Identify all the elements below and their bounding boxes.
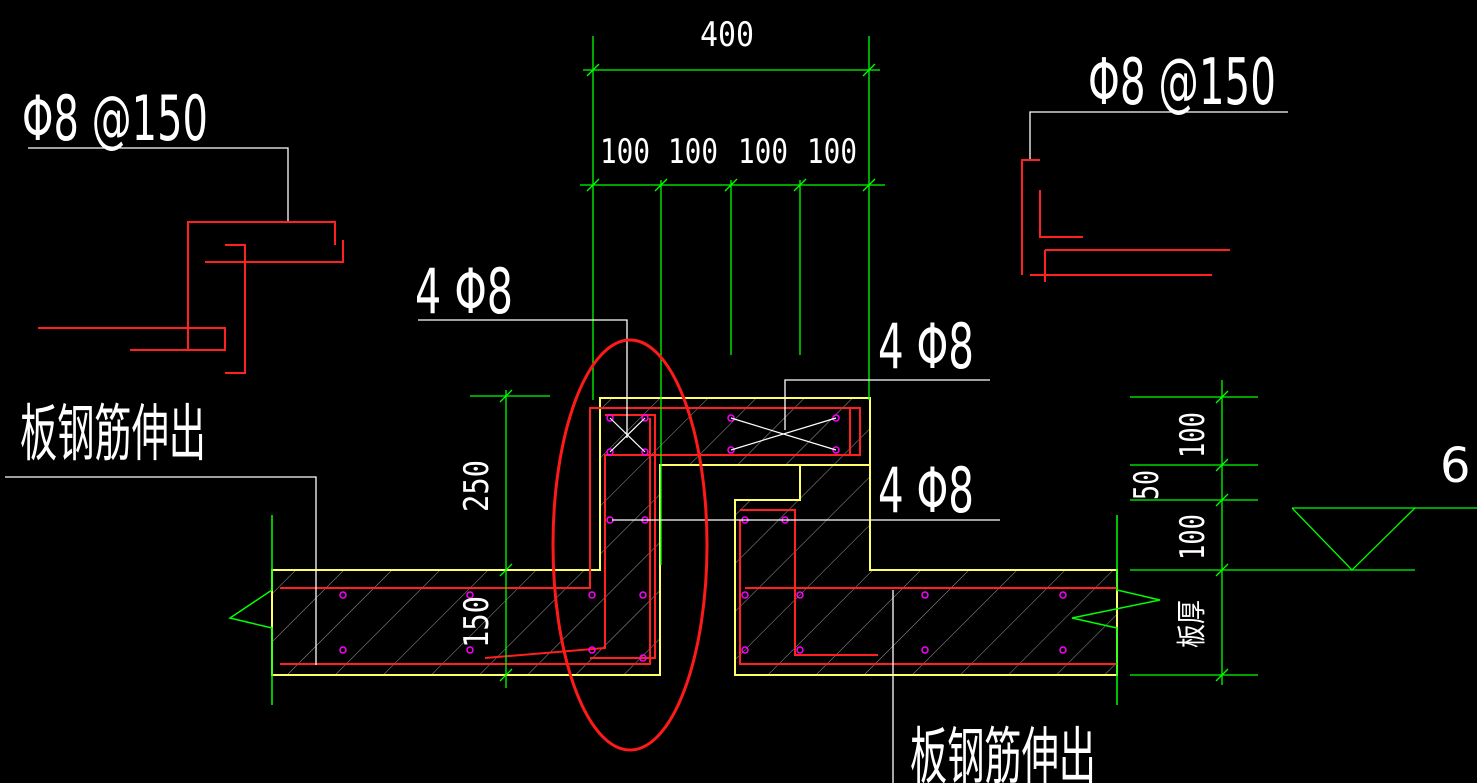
bar-spec-top-right: 4 Φ8 xyxy=(878,310,974,383)
bar-dot xyxy=(339,646,347,654)
break-symbols xyxy=(228,515,1161,705)
bar-dot xyxy=(921,646,929,654)
concrete-section xyxy=(271,397,1118,676)
leader-lines xyxy=(5,111,1288,783)
bar-dot xyxy=(741,646,749,654)
bar-spec-top-left: 4 Φ8 xyxy=(415,255,513,328)
bar-dot xyxy=(727,446,735,454)
bar-dot xyxy=(832,414,840,422)
bar-dot xyxy=(639,591,647,599)
bar-dots xyxy=(339,414,1067,662)
bar-dot xyxy=(588,646,596,654)
dim-total-width: 400 xyxy=(700,15,754,55)
elevation-mark: 6 xyxy=(1440,438,1471,494)
dim-seg-1: 100 xyxy=(600,132,650,172)
bar-dot xyxy=(741,591,749,599)
dimension-lines xyxy=(470,36,1477,688)
dim-right-50: 50 xyxy=(1127,470,1167,500)
rebar-detail-sketches xyxy=(38,159,1230,374)
bar-dot xyxy=(641,448,649,456)
dim-height-250: 250 xyxy=(457,460,497,512)
right-slab-and-step xyxy=(734,464,1118,676)
bar-dot xyxy=(796,591,804,599)
rebar-spec-left: Φ8 @150 xyxy=(22,82,208,155)
bar-dot xyxy=(832,446,840,454)
bar-dot xyxy=(727,414,735,422)
bar-dot xyxy=(639,654,647,662)
annotation-texts: Φ8 @150 Φ8 @150 4 Φ8 4 Φ8 4 Φ8 板钢筋伸出 板钢筋… xyxy=(20,15,1471,783)
bar-dot xyxy=(796,646,804,654)
dim-seg-3: 100 xyxy=(738,132,788,172)
bar-spec-mid-right: 4 Φ8 xyxy=(878,454,974,527)
dim-right-100-bottom: 100 xyxy=(1173,514,1213,560)
rebar-lines xyxy=(280,407,1117,665)
bar-dot xyxy=(588,591,596,599)
bar-dot xyxy=(466,591,474,599)
dim-height-150: 150 xyxy=(457,596,497,648)
bar-dot xyxy=(921,591,929,599)
dim-seg-2: 100 xyxy=(668,132,718,172)
bar-dot xyxy=(606,414,614,422)
slab-rebar-out-left: 板钢筋伸出 xyxy=(20,397,206,470)
bar-dot xyxy=(641,414,649,422)
highlight-ellipse xyxy=(551,338,709,752)
rebar-spec-right: Φ8 @150 xyxy=(1088,46,1276,120)
bar-dot xyxy=(339,591,347,599)
slab-thickness-label: 板厚 xyxy=(1175,600,1210,648)
bar-dot xyxy=(606,448,614,456)
bar-dot xyxy=(466,646,474,654)
bar-dot xyxy=(1059,646,1067,654)
slab-rebar-out-bottom: 板钢筋伸出 xyxy=(910,720,1096,783)
dim-right-100-top: 100 xyxy=(1173,412,1213,458)
dim-seg-4: 100 xyxy=(807,132,857,172)
bar-dot xyxy=(1059,591,1067,599)
